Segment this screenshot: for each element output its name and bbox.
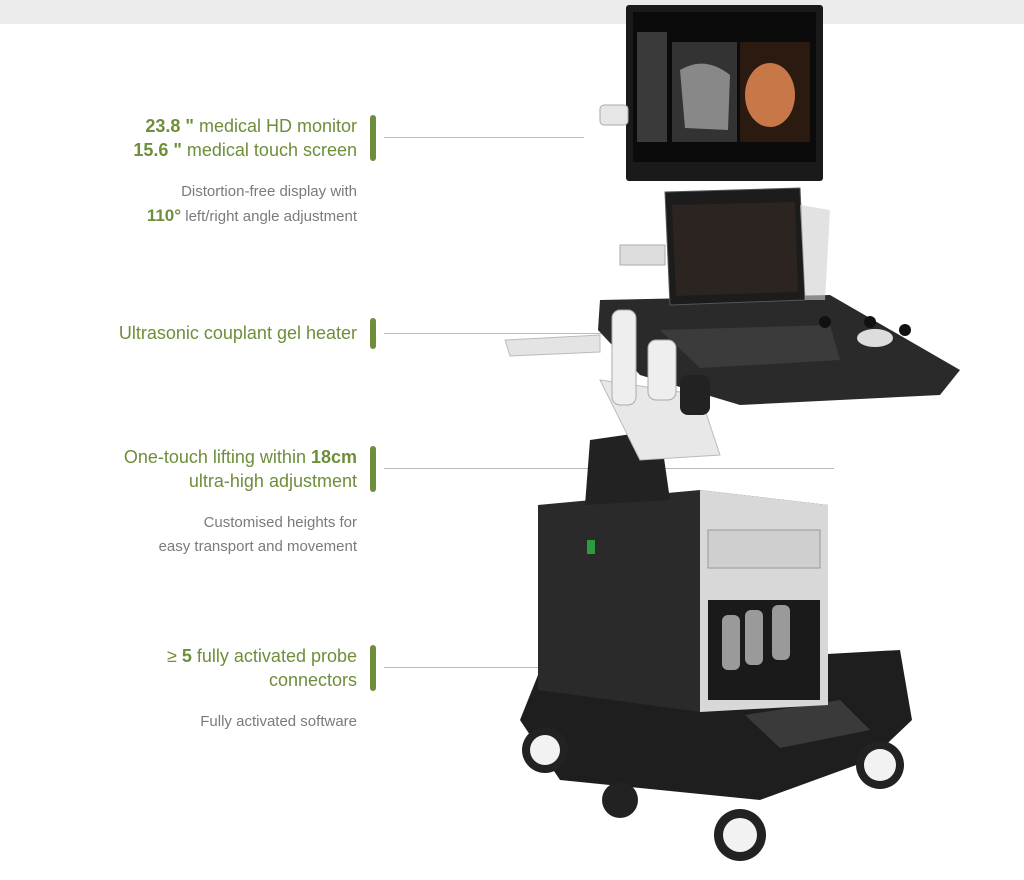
- feature-heading: ultra-high adjustment: [188, 471, 357, 491]
- probe-icon: [772, 605, 790, 660]
- feature-heading: connectors: [268, 670, 357, 690]
- wheel-icon: [522, 727, 568, 773]
- feature-heading: Ultrasonic couplant gel heater: [118, 323, 357, 343]
- feature-heading: One-touch lifting within 18cm: [123, 447, 357, 467]
- probe-icon: [745, 610, 763, 665]
- gel-heater: [611, 309, 637, 406]
- feature-heading: ≥ 5 fully activated probe: [167, 646, 357, 666]
- touch-screen-display: [672, 202, 798, 296]
- power-led: [587, 540, 595, 554]
- probe-holder: [647, 339, 677, 401]
- connector-panel: [707, 529, 821, 569]
- keyboard: [660, 325, 840, 368]
- probe-icon: [722, 615, 740, 670]
- wheel-icon: [856, 741, 904, 789]
- feature-lifting: One-touch lifting within 18cm ultra-high…: [124, 445, 357, 559]
- accent-bar: [370, 645, 376, 691]
- feature-description: Distortion-free display with: [181, 183, 357, 200]
- feature-description: 110° left/right angle adjustment: [146, 206, 357, 225]
- trackball: [857, 329, 893, 347]
- monitor-arm: [619, 244, 666, 266]
- leader-line: [384, 137, 584, 138]
- feature-description: Customised heights for: [203, 514, 357, 531]
- feature-description: easy transport and movement: [158, 538, 357, 555]
- leader-line: [384, 333, 609, 334]
- foot-pedal: [745, 700, 870, 748]
- feature-gel-heater: Ultrasonic couplant gel heater: [119, 321, 357, 345]
- feature-heading: 23.8 " medical HD monitor: [145, 116, 357, 136]
- feature-description: Fully activated software: [200, 713, 357, 730]
- probe-holder: [680, 375, 710, 415]
- feature-probe-connectors: ≥ 5 fully activated probe connectors Ful…: [167, 644, 357, 734]
- accent-bar: [370, 115, 376, 161]
- feature-monitor: 23.8 " medical HD monitor 15.6 " medical…: [133, 114, 357, 229]
- wheel-icon: [714, 809, 766, 861]
- accent-bar: [370, 446, 376, 492]
- feature-heading: 15.6 " medical touch screen: [133, 140, 357, 160]
- wheel-icon: [602, 782, 638, 818]
- top-band: [0, 0, 1024, 24]
- side-tray: [504, 334, 601, 357]
- accent-bar: [370, 318, 376, 349]
